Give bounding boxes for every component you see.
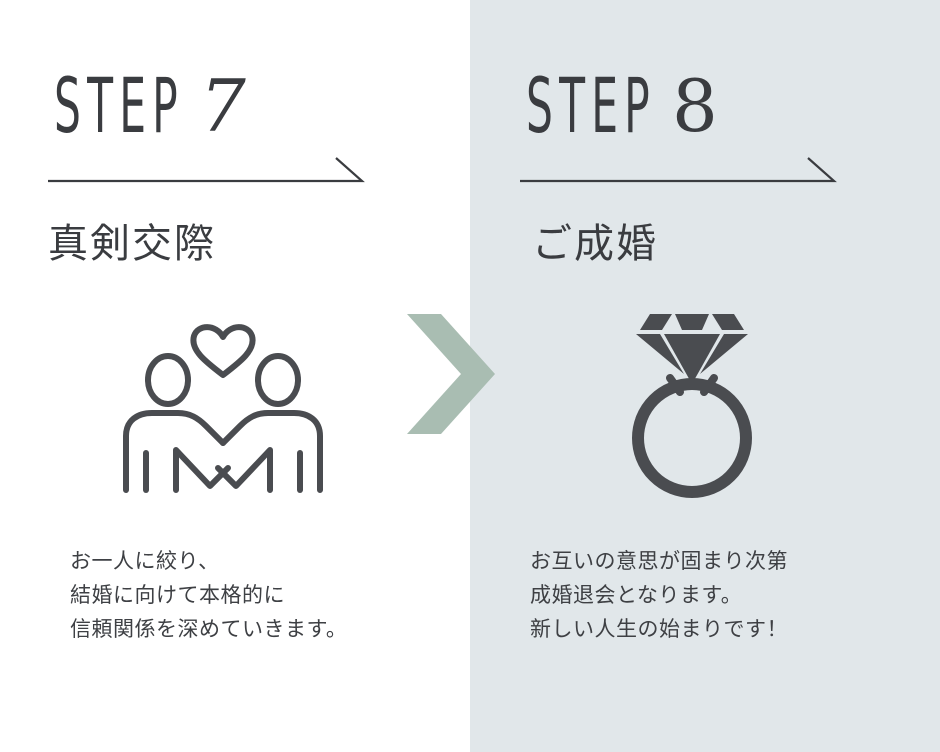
description-line: 結婚に向けて本格的に xyxy=(70,583,285,607)
arrow-line-icon xyxy=(48,157,365,183)
arrow-line-icon xyxy=(520,157,837,183)
description-line: 新しい人生の始まりです！ xyxy=(530,617,788,641)
step-7-heading: STEP 7 xyxy=(54,61,246,150)
description-line: 成婚退会となります。 xyxy=(530,583,743,607)
diamond-ring-icon xyxy=(632,314,752,498)
step-8-panel: STEP 8 ご成婚 お互いの意思が固まり次第 成婚退会となります。 新しい人生… xyxy=(470,0,940,752)
step-number: 7 xyxy=(200,64,246,148)
step-title: 真剣交際 xyxy=(48,221,216,267)
step-7-panel: STEP 7 真剣交際 お一人に絞り、 結婚に向けて本格的に 信頼関係を深めてい… xyxy=(48,61,365,646)
couple-holding-hands-heart-icon xyxy=(123,324,323,493)
step-8-heading: STEP 8 xyxy=(526,61,718,150)
description-line: 信頼関係を深めていきます。 xyxy=(70,617,348,641)
step-number: 8 xyxy=(672,64,718,148)
step-label: STEP xyxy=(54,61,184,150)
step-label: STEP xyxy=(526,61,656,150)
step-8-description: お互いの意思が固まり次第 成婚退会となります。 新しい人生の始まりです！ xyxy=(530,544,788,646)
step-title: ご成婚 xyxy=(532,221,658,267)
step-7-description: お一人に絞り、 結婚に向けて本格的に 信頼関係を深めていきます。 xyxy=(70,544,347,646)
description-line: お互いの意思が固まり次第 xyxy=(530,549,788,573)
chevron-right-icon xyxy=(407,314,495,434)
description-line: お一人に絞り、 xyxy=(70,549,220,573)
